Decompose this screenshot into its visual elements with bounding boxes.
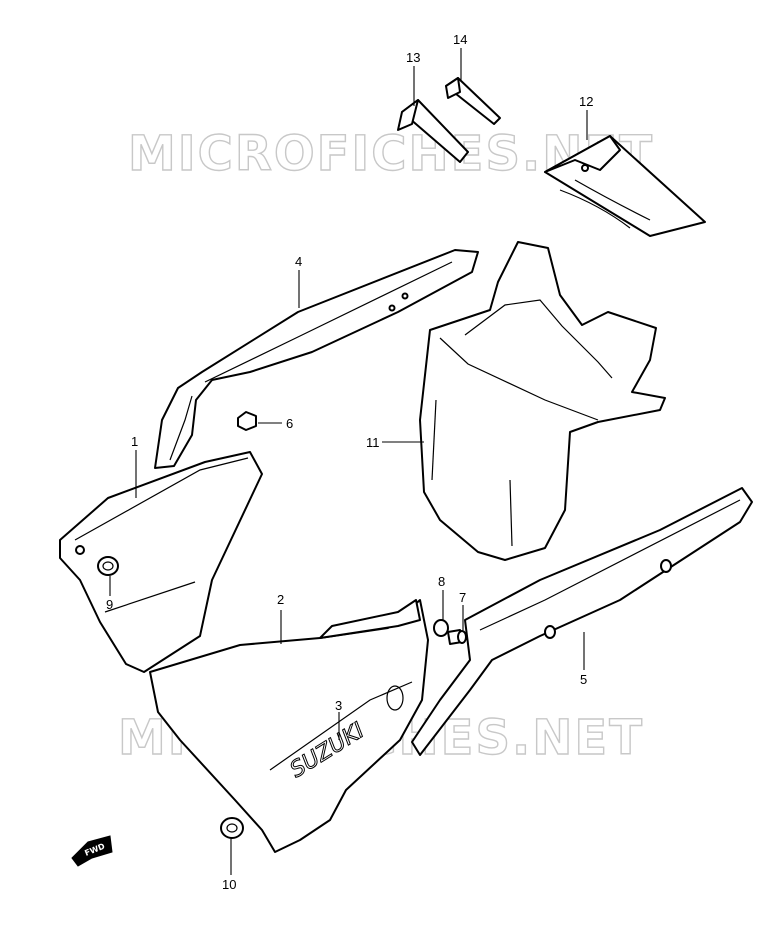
callout-2: 2 [277, 592, 284, 607]
part-2-side-cover-right[interactable]: SUZUKI [149, 599, 429, 853]
part-1-side-cover-left[interactable] [59, 451, 263, 673]
leader-lines [109, 48, 588, 875]
callout-13: 13 [406, 50, 420, 65]
part-13-hex-wrench[interactable] [397, 99, 469, 163]
part-5-frame-cover-right[interactable] [411, 487, 753, 756]
callout-4: 4 [295, 254, 302, 269]
part-9-grommet[interactable] [97, 556, 119, 576]
part-11-inner-fender[interactable] [419, 241, 666, 561]
part-6-clip[interactable] [237, 411, 257, 431]
callout-10: 10 [222, 877, 236, 892]
part-12-tool-bag[interactable] [544, 135, 706, 237]
part-10-grommet[interactable] [220, 817, 244, 839]
callout-5: 5 [580, 672, 587, 687]
callout-11: 11 [366, 435, 380, 450]
callout-1: 1 [131, 434, 138, 449]
part-14-hex-wrench[interactable] [445, 77, 501, 125]
callout-14: 14 [453, 32, 467, 47]
callout-3: 3 [335, 698, 342, 713]
part-7-screw[interactable] [447, 629, 467, 645]
callout-7: 7 [459, 590, 466, 605]
callout-8: 8 [438, 574, 445, 589]
part-8-washer[interactable] [433, 619, 449, 637]
callout-6: 6 [286, 416, 293, 431]
part-4-frame-cover[interactable] [154, 249, 479, 469]
callout-9: 9 [106, 597, 113, 612]
fwd-arrow-icon: FWD [71, 835, 113, 867]
callout-12: 12 [579, 94, 593, 109]
